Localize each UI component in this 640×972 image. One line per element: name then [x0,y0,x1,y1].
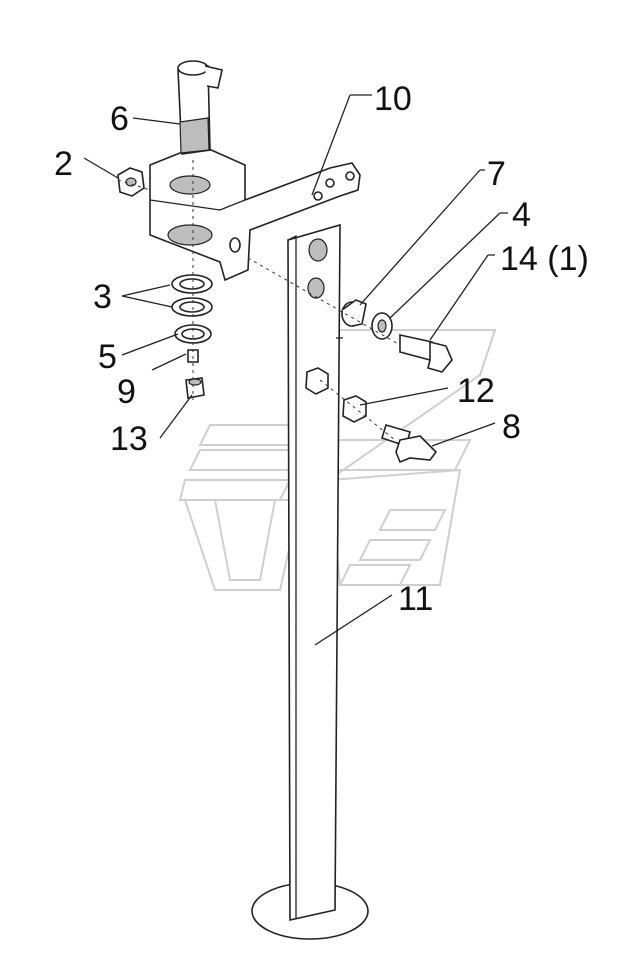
washer-part-4 [371,312,393,340]
callout-6: 6 [110,100,129,138]
bracket-part-10 [149,144,361,282]
leader-lines [83,94,508,646]
callout-10: 10 [374,80,412,118]
callout-5: 5 [98,338,117,376]
post-part-11 [251,223,369,940]
bushing-part-7 [341,299,367,327]
nut-part-2 [117,167,145,197]
callout-7: 7 [487,155,506,193]
callout-14: 14 (1) [500,240,589,278]
callout-8: 8 [502,408,521,446]
callout-3: 3 [93,278,112,316]
ring-part-5 [174,324,212,344]
bolt-part-14 [399,334,453,373]
callout-2: 2 [54,145,73,183]
bolt-handle-part-8 [381,424,438,464]
pin-part-6 [177,60,223,155]
callout-13: 13 [110,420,148,458]
callout-9: 9 [117,373,136,411]
assembly-axes [117,160,401,441]
callout-11: 11 [398,580,433,618]
cap-part-13 [185,377,205,399]
washers-part-3 [171,274,213,317]
callout-12: 12 [457,372,495,410]
callout-4: 4 [512,196,531,234]
